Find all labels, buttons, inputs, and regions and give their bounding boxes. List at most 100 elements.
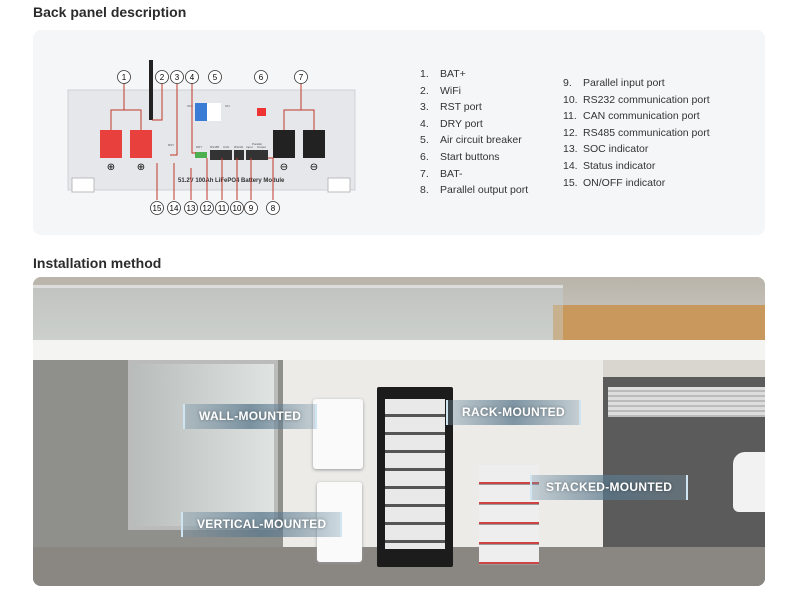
svg-text:⊖: ⊖: [280, 162, 288, 173]
svg-text:RS485: RS485: [210, 145, 220, 149]
parallel-ports: [246, 150, 268, 160]
callout-number: 11: [218, 204, 227, 213]
callout-number: 4: [190, 73, 195, 82]
start-button: [257, 108, 266, 116]
legend-item: 6.Start buttons: [420, 149, 528, 166]
callout-number: 15: [153, 204, 162, 213]
legend-item: 3. RST port: [420, 99, 528, 116]
back-panel-heading: Back panel description: [33, 4, 187, 20]
legend-item: 4. DRY port: [420, 116, 528, 133]
legend-text: ON/OFF indicator: [583, 176, 666, 189]
svg-text:Input: Input: [246, 145, 253, 149]
legend-number: 9.: [563, 77, 572, 89]
rack-mounted-label: RACK-MOUNTED: [446, 400, 581, 425]
legend-text: SOC indicator: [583, 143, 649, 156]
rs232-port: [234, 150, 244, 160]
legend-number: 15.: [563, 176, 578, 189]
svg-text:RST: RST: [168, 143, 174, 147]
legend-text: RS485 communication port: [583, 126, 710, 139]
legend-text: RST port: [440, 101, 482, 114]
legend-item: 5. Air circuit breaker: [420, 132, 528, 149]
callout-circle: [208, 70, 222, 84]
legend-number: 6.: [420, 150, 429, 163]
installation-photo: [33, 277, 765, 586]
legend-number: 14.: [563, 159, 578, 172]
legend-text: Air circuit breaker: [440, 134, 522, 147]
callout-number: 13: [187, 204, 196, 213]
svg-text:⊕: ⊕: [137, 162, 145, 173]
legend-item: 11. CAN communication port: [563, 108, 710, 125]
svg-text:Parallel: Parallel: [252, 142, 262, 146]
bat-plus-terminal: [100, 130, 122, 158]
wifi-antenna: [149, 60, 153, 120]
legend-item: 9. Parallel input port: [563, 75, 710, 92]
legend-number: 3.: [420, 101, 429, 114]
legend-item: 12. RS485 communication port: [563, 125, 710, 142]
legend-number: 4.: [420, 117, 429, 130]
callout-number: 8: [271, 204, 276, 213]
svg-text:OFF: OFF: [187, 104, 193, 108]
legend-number: 7.: [420, 167, 429, 180]
callout-circle: [170, 70, 184, 84]
callout-circle: [230, 201, 244, 215]
legend-item: 13. SOC indicator: [563, 141, 710, 158]
legend-number: 8.: [420, 184, 429, 197]
legend-number: 10.: [563, 93, 578, 106]
stacked-mounted-label: STACKED-MOUNTED: [530, 475, 689, 500]
legend-right: 9. Parallel input port 10. RS232 communicat…: [563, 75, 710, 191]
legend-item: 1. BAT+: [420, 66, 528, 83]
callout-number: 7: [299, 73, 304, 82]
callout-number: 3: [175, 73, 180, 82]
legend-item: 7. BAT-: [420, 166, 528, 183]
callout-circle: [266, 201, 280, 215]
callout-number: 1: [122, 73, 127, 82]
legend-text: BAT-: [440, 167, 463, 180]
callout-circle: [167, 201, 181, 215]
svg-text:RS232: RS232: [234, 145, 244, 149]
callout-circle: [254, 70, 268, 84]
callout-number: 14: [170, 204, 179, 213]
legend-text: RS232 communication port: [583, 93, 710, 106]
svg-text:⊖: ⊖: [310, 162, 318, 173]
vertical-mounted-label: VERTICAL-MOUNTED: [181, 512, 343, 537]
legend-text: Parallel input port: [583, 77, 665, 89]
rs485-can-ports: [210, 150, 232, 160]
legend-number: 12.: [563, 126, 578, 139]
callout-number: 9: [249, 204, 254, 213]
callout-circle: [150, 201, 164, 215]
legend-item: 14. Status indicator: [563, 158, 710, 175]
legend-text: DRY port: [440, 117, 483, 130]
legend-item: 10. RS232 communication port: [563, 92, 710, 109]
callout-number: 2: [160, 73, 165, 82]
callout-number: 10: [233, 204, 242, 213]
svg-text:ON: ON: [225, 104, 230, 108]
wall-mounted-unit: [313, 399, 363, 469]
module-label: 51.2V 100Ah LiFePO4 Battery Module: [178, 178, 285, 184]
legend-number: 11.: [563, 110, 577, 123]
bat-plus-terminal: [130, 130, 152, 158]
svg-text:DRY: DRY: [196, 145, 202, 149]
dry-port: [195, 152, 207, 158]
legend-text: WiFi: [440, 84, 461, 97]
legend-number: 1.: [420, 68, 429, 80]
callout-circle: [155, 70, 169, 84]
legend-text: Status indicator: [583, 159, 656, 172]
legend-number: 5.: [420, 134, 429, 147]
svg-text:Output: Output: [257, 145, 266, 149]
legend-text: CAN communication port: [583, 110, 700, 123]
callout-circle: [185, 70, 199, 84]
legend-text: Parallel output port: [440, 184, 529, 197]
legend-number: 2.: [420, 84, 429, 97]
legend-item: 8. Parallel output port: [420, 182, 528, 199]
callout-number: 6: [259, 73, 264, 82]
legend-number: 13.: [563, 143, 578, 156]
bat-minus-terminal: [273, 130, 295, 158]
callout-circle: [294, 70, 308, 84]
callout-number: 5: [213, 73, 218, 82]
callout-number: 12: [203, 204, 212, 213]
callout-circle: [244, 201, 258, 215]
legend-text: BAT+: [440, 68, 466, 80]
callout-circle: [215, 201, 229, 215]
back-panel-diagram: ⊕⊕ ⊖⊖ OFF ON RST DRY RS485 CAN RS232 Par…: [67, 60, 356, 215]
svg-text:CAN: CAN: [223, 145, 229, 149]
